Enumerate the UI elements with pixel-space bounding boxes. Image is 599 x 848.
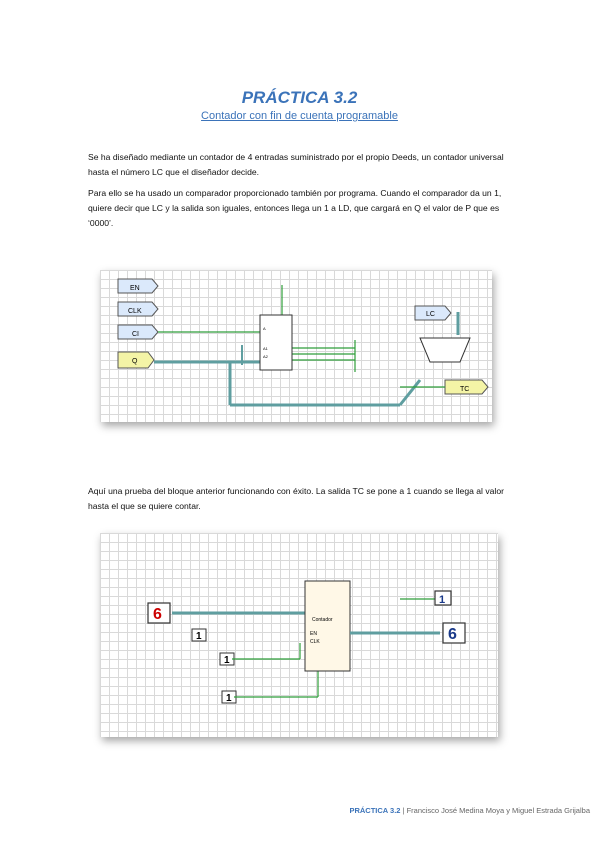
input-lc: LC: [414, 305, 452, 321]
svg-text:A: A: [263, 326, 266, 331]
footer-highlight: PRÁCTICA 3.2: [349, 806, 401, 815]
switch-3-value: 1: [226, 693, 232, 704]
page-subtitle: Contador con fin de cuenta programable: [201, 110, 398, 122]
output-hex-digit: 6: [448, 626, 457, 643]
input-clk-label: CLK: [128, 308, 142, 315]
footer-separator: |: [400, 806, 407, 815]
switch-2-value: 1: [224, 655, 230, 666]
block-line-2: EN: [310, 631, 317, 637]
output-tc-label: TC: [460, 386, 469, 393]
block-line-3: CLK: [310, 639, 320, 645]
page-title: PRÁCTICA 3.2: [241, 88, 358, 107]
svg-text:A1: A1: [263, 346, 269, 351]
output-hex-display: [442, 622, 466, 644]
paragraph-intro: Se ha diseñado mediante un contador de 4…: [88, 152, 504, 177]
page-footer: PRÁCTICA 3.2 | Francisco José Medina Moy…: [250, 806, 590, 815]
circuit-diagram-2: 6 1 1 1 Contador EN CLK 1 6: [100, 533, 498, 737]
tc-display: [434, 590, 452, 606]
comparator-block: [419, 337, 471, 363]
input-ci-label: CI: [132, 331, 139, 338]
input-en-label: EN: [130, 285, 140, 292]
footer-authors: Francisco José Medina Moya y Miguel Estr…: [406, 806, 590, 815]
block-line-1: Contador: [312, 617, 333, 623]
input-lc-label: LC: [426, 311, 435, 318]
input-q-label: Q: [132, 358, 138, 365]
tc-display-value: 1: [439, 594, 445, 606]
paragraph-test: Aquí una prueba del bloque anterior func…: [88, 486, 504, 511]
circuit-diagram-1: EN CLK CI Q A A1 A2: [100, 270, 492, 422]
switch-1-value: 1: [196, 631, 202, 642]
input-clk: CLK: [117, 301, 159, 317]
input-q: Q: [117, 351, 155, 369]
svg-text:A2: A2: [263, 354, 269, 359]
output-tc: TC: [444, 379, 489, 395]
paragraph-comparator: Para ello se ha usado un comparador prop…: [88, 188, 502, 228]
input-hex-digit: 6: [153, 606, 162, 623]
input-ci: CI: [117, 324, 159, 340]
input-en: EN: [117, 278, 159, 294]
switch-1: [191, 628, 207, 642]
counter-block-2: [304, 580, 351, 672]
input-hex-display: [147, 602, 171, 624]
counter-block: [259, 314, 293, 371]
